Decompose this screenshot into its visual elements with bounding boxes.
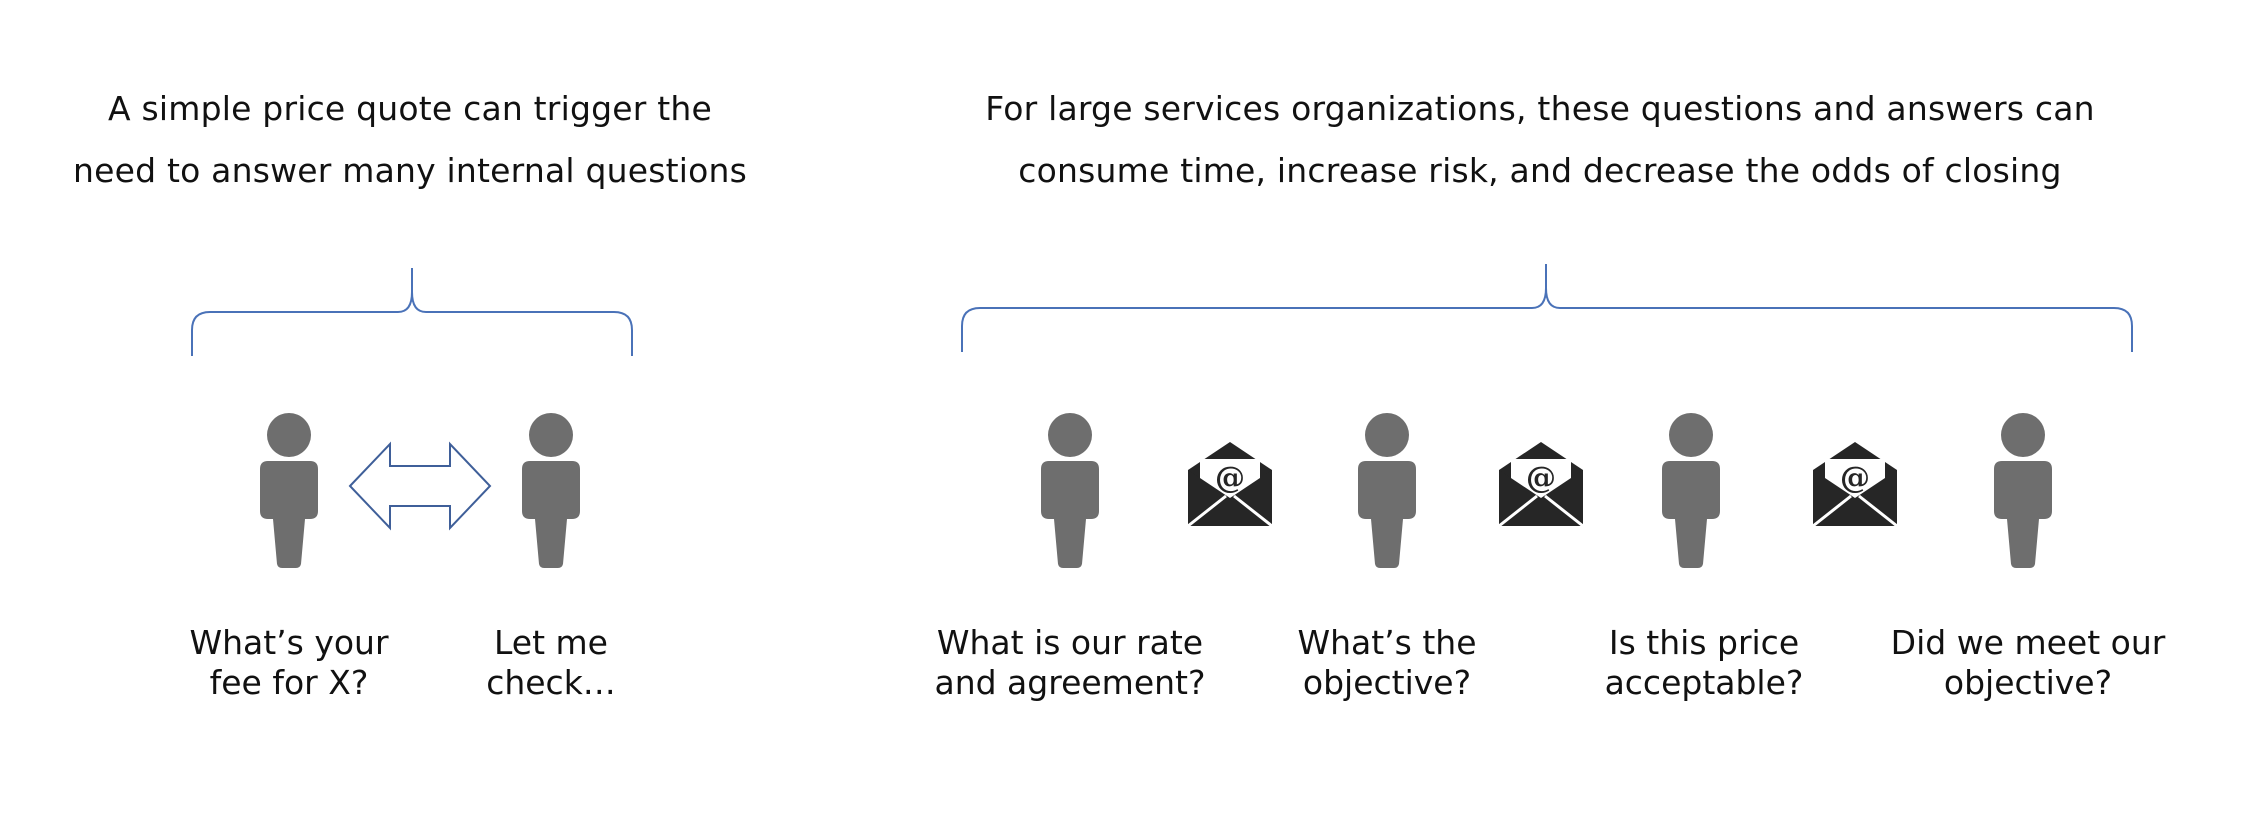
right-heading-line-1: For large services organizations, these … [985, 89, 2095, 128]
right-brace [961, 264, 2133, 352]
caption-line-1: What’s the [1297, 623, 1477, 662]
left-heading-line-1: A simple price quote can trigger the [108, 89, 712, 128]
left-heading-line-2: need to answer many internal questions [72, 151, 748, 190]
right-panel-heading: For large services organizations, these … [940, 78, 2140, 202]
caption-price-acceptable: Is this price acceptable? [1569, 623, 1839, 703]
caption-rate-agreement: What is our rate and agreement? [920, 623, 1220, 703]
person-icon [1662, 413, 1720, 568]
caption-line-2: fee for X? [209, 663, 369, 702]
left-panel-heading: A simple price quote can trigger the nee… [20, 78, 800, 202]
caption-line-2: acceptable? [1604, 663, 1804, 702]
caption-fee-question: What’s your fee for X? [169, 623, 409, 703]
caption-line-1: Let me [494, 623, 608, 662]
person-icon [260, 413, 318, 568]
caption-line-2: objective? [1302, 663, 1472, 702]
double-arrow-icon [348, 441, 492, 531]
caption-line-1: What is our rate [936, 623, 1204, 662]
email-envelope-icon [1811, 440, 1899, 528]
person-icon [522, 413, 580, 568]
caption-line-1: What’s your [189, 623, 389, 662]
caption-objective: What’s the objective? [1267, 623, 1507, 703]
person-icon [1358, 413, 1416, 568]
person-icon [1041, 413, 1099, 568]
caption-let-me-check: Let me check… [441, 623, 661, 703]
caption-line-1: Did we meet our [1890, 623, 2166, 662]
person-icon [1994, 413, 2052, 568]
caption-line-1: Is this price [1608, 623, 1800, 662]
caption-met-objective: Did we meet our objective? [1868, 623, 2188, 703]
caption-line-2: and agreement? [934, 663, 1206, 702]
left-brace [191, 268, 633, 356]
caption-line-2: check… [486, 663, 616, 702]
email-envelope-icon [1497, 440, 1585, 528]
email-envelope-icon [1186, 440, 1274, 528]
right-heading-line-2: consume time, increase risk, and decreas… [1018, 151, 2062, 190]
caption-line-2: objective? [1943, 663, 2113, 702]
